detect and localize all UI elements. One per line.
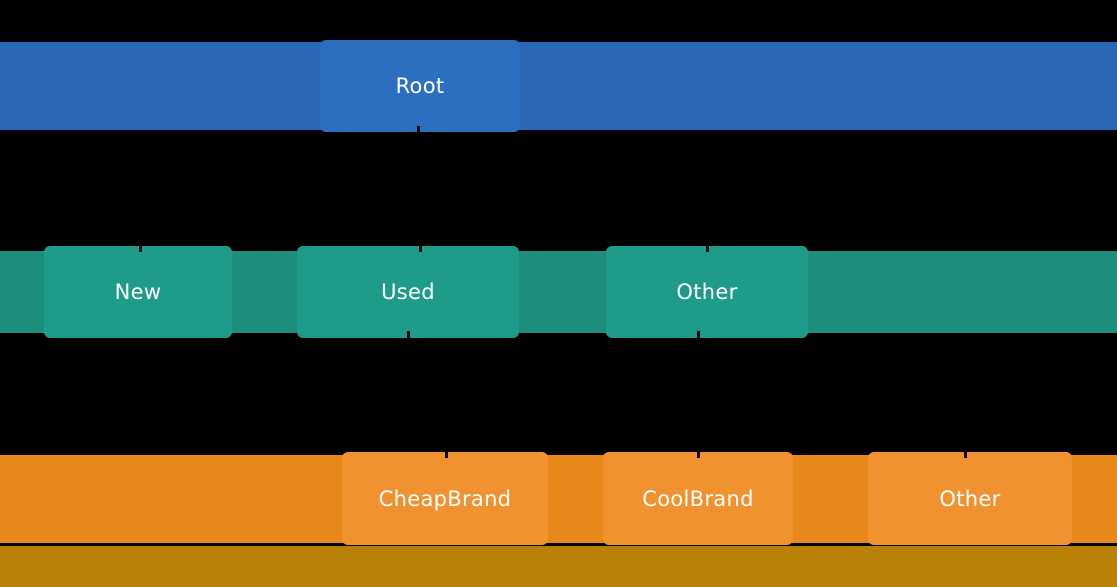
connector-stub-cheapbrand-top — [445, 451, 448, 458]
node-other-brand[interactable]: Other — [868, 452, 1072, 545]
node-root-label: Root — [395, 74, 445, 98]
level-band-leaf — [0, 546, 1117, 587]
connector-stub-used-top — [419, 245, 422, 252]
connector-stub-other-condition-bottom — [697, 331, 700, 338]
node-used[interactable]: Used — [297, 246, 519, 338]
node-coolbrand[interactable]: CoolBrand — [603, 452, 793, 545]
connector-stub-other-brand-top — [964, 451, 967, 458]
node-new-label: New — [114, 280, 162, 304]
level-band-root — [0, 42, 1117, 130]
node-new[interactable]: New — [44, 246, 232, 338]
connector-stub-root-bottom — [417, 126, 420, 133]
node-other-condition[interactable]: Other — [606, 246, 808, 338]
node-used-label: Used — [381, 280, 435, 304]
connector-stub-coolbrand-top — [697, 451, 700, 458]
node-other-brand-label: Other — [939, 486, 1001, 511]
connector-stub-used-bottom — [407, 331, 410, 338]
connector-stub-other-condition-top — [706, 245, 709, 252]
connector-stub-new-top — [139, 245, 142, 252]
node-other-condition-label: Other — [676, 280, 738, 304]
node-cheapbrand[interactable]: CheapBrand — [342, 452, 548, 545]
node-cheapbrand-label: CheapBrand — [378, 486, 512, 511]
node-root[interactable]: Root — [320, 40, 520, 132]
node-coolbrand-label: CoolBrand — [642, 486, 754, 511]
